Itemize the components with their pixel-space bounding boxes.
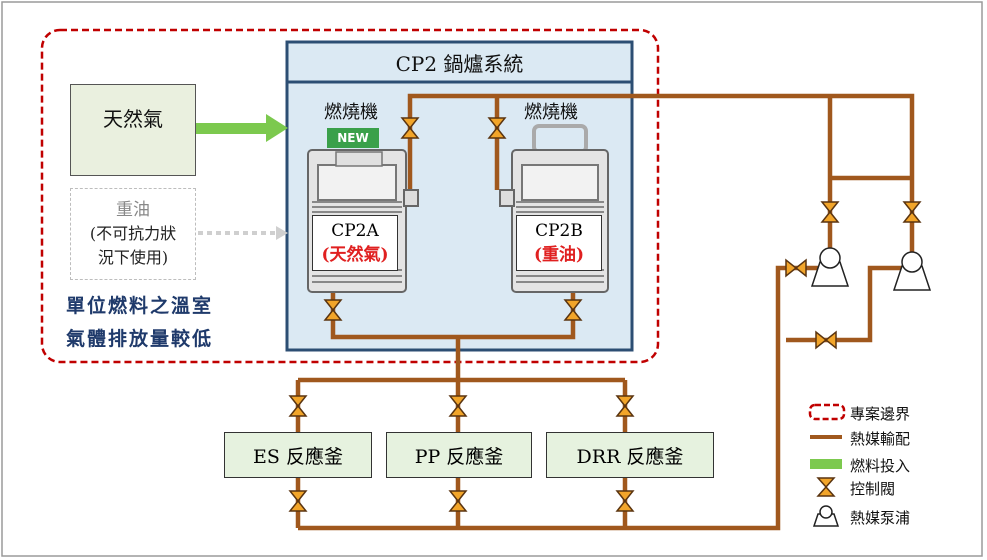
new-badge: NEW [327, 128, 379, 148]
legend-project-boundary: 專案邊界 [850, 405, 911, 423]
heavy-oil-box: 重油 (不可抗力狀 況下使用) [70, 188, 196, 280]
legend-graphics [808, 403, 846, 527]
cp2a-label-box: CP2A (天然氣) [312, 215, 398, 271]
cp2b-label-box: CP2B (重油) [516, 215, 602, 271]
cp2a-fuel: (天然氣) [321, 245, 389, 265]
control-valves [288, 117, 922, 512]
heavy-oil-note-line1: (不可抗力狀 [89, 224, 177, 243]
natural-gas-label: 天然氣 [103, 106, 163, 131]
highlight-line2: 氣體排放量較低 [66, 328, 214, 350]
cp2b-fuel: (重油) [533, 245, 585, 265]
legend-heat-pump: 熱媒泵浦 [850, 509, 911, 527]
project-boundary [40, 28, 660, 364]
reactor-pp: PP 反應釜 [386, 432, 532, 478]
legend-control-valve: 控制閥 [850, 480, 896, 498]
fuel-arrow-natural-gas [196, 114, 288, 142]
legend-heat-medium: 熱媒輸配 [850, 430, 911, 448]
burner-label-b: 燃燒機 [524, 102, 578, 123]
legend-fuel-input: 燃料投入 [850, 457, 911, 475]
reactor-es: ES 反應釜 [224, 432, 372, 478]
natural-gas-box: 天然氣 [70, 84, 196, 176]
burner-label-a: 燃燒機 [324, 102, 378, 123]
fuel-arrow-heavy-oil [198, 226, 288, 240]
cp2a-name: CP2A [331, 221, 379, 241]
reactor-drr: DRR 反應釜 [546, 432, 714, 478]
heavy-oil-note-line2: 況下使用) [97, 248, 169, 267]
heat-medium-pumps [810, 247, 932, 291]
highlight-line1: 單位燃料之溫室 [66, 295, 214, 317]
heavy-oil-label: 重油 [116, 200, 150, 220]
system-title: CP2 鍋爐系統 [395, 51, 524, 76]
cp2b-name: CP2B [535, 221, 583, 241]
